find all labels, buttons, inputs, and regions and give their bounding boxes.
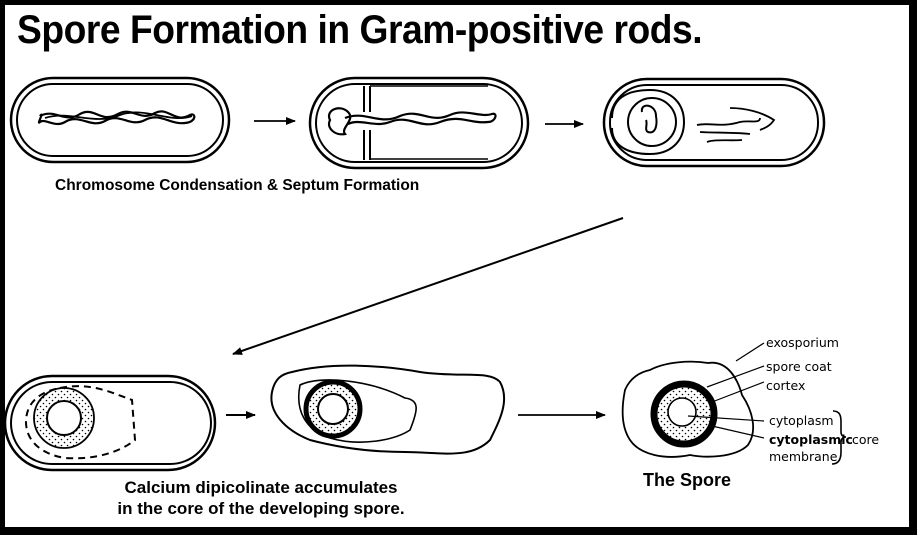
stage-2-cell [308,76,530,170]
forespore [627,97,677,147]
arrow-3-4 [232,217,624,355]
caption-the-spore: The Spore [643,470,732,490]
stage-4-cell [5,374,217,472]
diagram-title: Spore Formation in Gram-positive rods. [17,8,703,52]
septum [363,86,371,160]
stage-6-spore [621,342,847,465]
chromosome [327,107,497,136]
label-cytoplasmic: cytoplasmic [769,432,853,447]
diagram-frame: Spore Formation in Gram-positive rods. [5,5,909,527]
stage-3-cell [602,77,826,168]
stage-5-cell [270,364,506,455]
diagram-canvas [5,76,847,472]
label-core: core [852,432,880,447]
chromosome [37,110,196,126]
stage-1-cell [9,76,231,164]
exosporium-outline [621,360,755,458]
label-spore-coat: spore coat [766,359,832,374]
label-membrane: membrane [769,449,838,464]
label-cytoplasm: cytoplasm [769,413,834,428]
caption-calcium-dipicolinate: Calcium dipicolinate accumulates in the … [83,477,439,519]
core-brace [831,410,847,465]
caption-line-1: Calcium dipicolinate accumulates [124,478,398,497]
label-exosporium: exosporium [766,335,839,350]
label-cortex: cortex [766,378,806,393]
caption-condensation-septum: Chromosome Condensation & Septum Formati… [55,177,420,194]
engulfing-membrane [24,385,137,460]
caption-line-2: in the core of the developing spore. [117,499,405,518]
